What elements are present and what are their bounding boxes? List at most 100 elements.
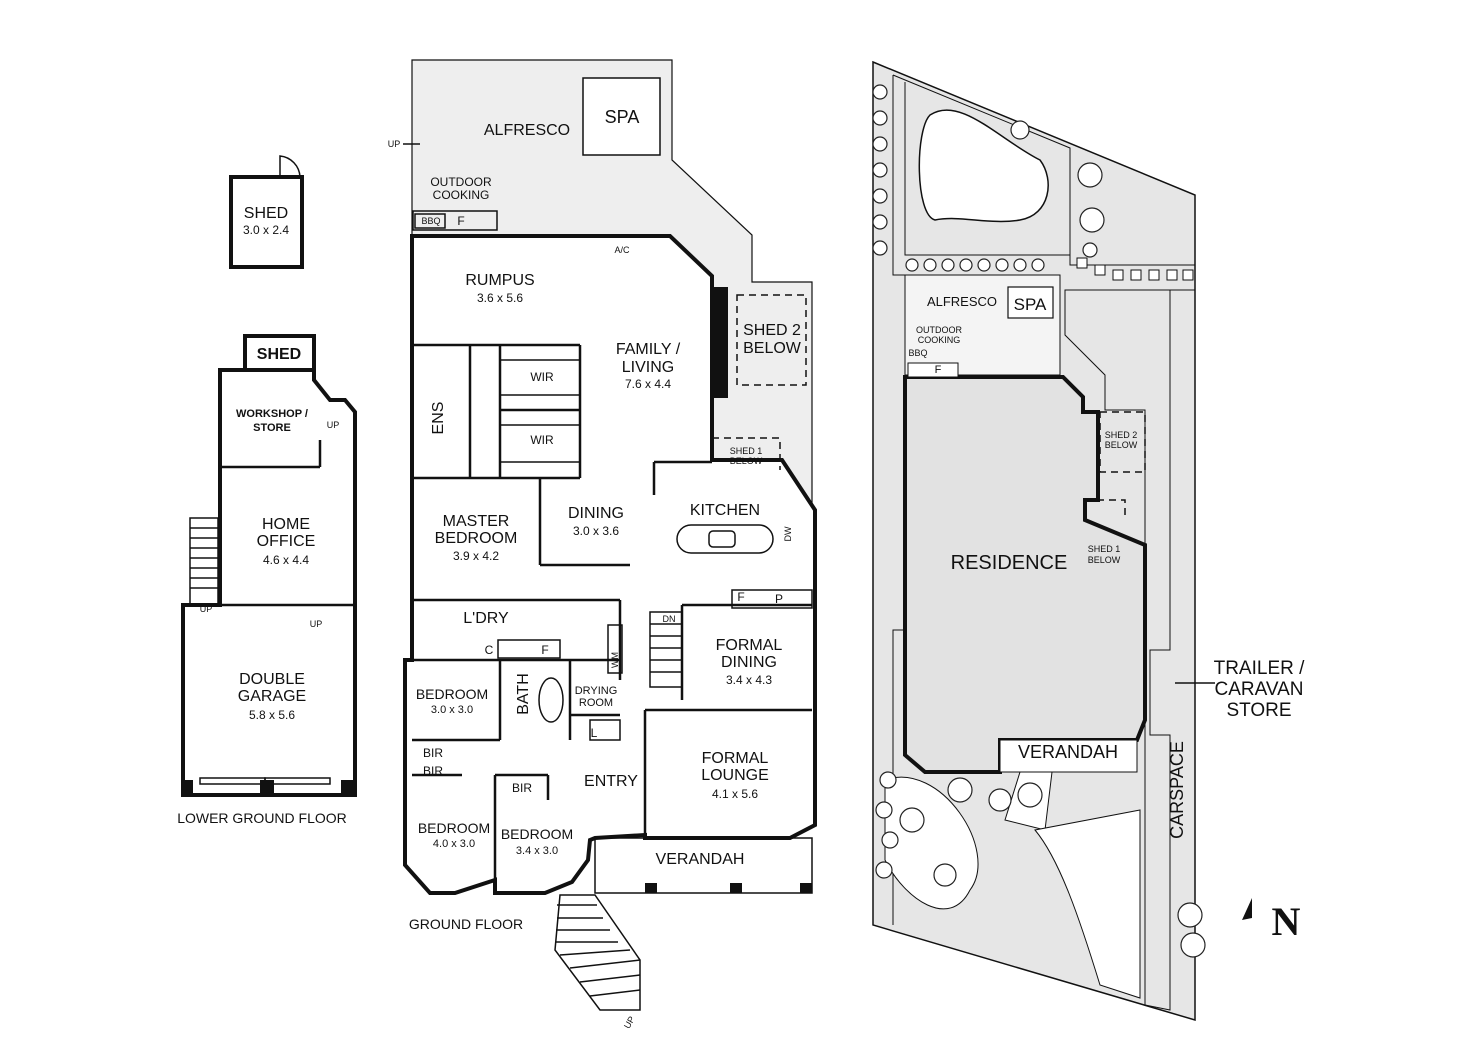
paver — [1076, 257, 1088, 269]
garage-door — [264, 777, 331, 785]
room-dims: 3.9 x 4.2 — [453, 549, 499, 563]
room-label: SPA — [1014, 295, 1047, 314]
floor-title: GROUND FLOOR — [409, 916, 523, 932]
pool — [918, 109, 1049, 223]
tree-icon — [905, 258, 919, 272]
bathtub — [538, 677, 564, 723]
pavers — [1076, 257, 1194, 281]
room-label: WIR — [530, 370, 554, 384]
fridge-label: F — [541, 643, 548, 657]
room-label: ENS — [430, 402, 447, 435]
tree-icon — [1031, 258, 1045, 272]
tree-icon — [941, 258, 955, 272]
paver — [1182, 269, 1194, 281]
room-dims: 7.6 x 4.4 — [625, 377, 671, 391]
room-label: BIR — [423, 764, 443, 778]
garage-door — [199, 777, 266, 785]
room-label: LOUNGE — [701, 767, 769, 784]
room-label: VERANDAH — [1018, 742, 1118, 762]
tree-icon — [1017, 782, 1043, 808]
room-label: MASTER — [443, 513, 510, 530]
tree-icon — [1180, 932, 1206, 958]
tree-icon — [872, 240, 888, 256]
verandah — [594, 837, 813, 894]
north-label: N — [1272, 899, 1301, 944]
ground-floor-plan: ALFRESCO SPA UP OUTDOOR COOKING BBQ F A/… — [388, 59, 817, 1030]
north-arrow-icon — [1242, 898, 1252, 920]
room-label: LIVING — [622, 359, 674, 376]
kitchen-island — [676, 524, 774, 554]
room-label: OUTDOOR — [430, 175, 492, 189]
room-dims: 4.1 x 5.6 — [712, 787, 758, 801]
tree-icon — [875, 861, 893, 879]
tree-icon — [1079, 207, 1105, 233]
room-label: DINING — [568, 505, 624, 522]
room-label: BELOW — [730, 456, 763, 466]
tree-icon — [875, 801, 893, 819]
room-label: HOME — [262, 516, 310, 533]
tree-icon — [995, 258, 1009, 272]
room-label: SHED — [257, 346, 301, 363]
room-label: BELOW — [1088, 555, 1121, 565]
down-label: DN — [663, 614, 676, 624]
room-label: BEDROOM — [418, 820, 490, 836]
cupboard-label: C — [485, 643, 494, 657]
room-label: DRYING — [575, 685, 618, 697]
spa — [582, 77, 661, 156]
internal-stairs — [649, 611, 683, 688]
wall-block — [710, 287, 728, 398]
trees — [872, 84, 1206, 958]
tree-icon — [977, 258, 991, 272]
tree-icon — [872, 136, 888, 152]
paver — [1166, 269, 1178, 281]
tree-icon — [872, 162, 888, 178]
interior-walls — [412, 343, 812, 893]
dishwasher-label: DW — [783, 526, 793, 541]
ground-floor-outline — [403, 234, 817, 895]
room-label: FAMILY / — [616, 341, 681, 358]
room-label: KITCHEN — [690, 502, 760, 519]
room-label: SHED — [244, 205, 288, 222]
room-dims: 4.0 x 3.0 — [433, 838, 475, 850]
room-label: TRAILER / — [1214, 658, 1306, 679]
floor-title: LOWER GROUND FLOOR — [177, 810, 347, 826]
room-label: DOUBLE — [239, 671, 305, 688]
room-label: CARSPACE — [1167, 741, 1187, 839]
room-label: BEDROOM — [501, 826, 573, 842]
tree-icon — [872, 188, 888, 204]
tree-icon — [923, 258, 937, 272]
room-label: L'DRY — [463, 610, 509, 627]
door-swing — [279, 155, 301, 178]
ac-label: A/C — [614, 245, 630, 255]
room-dims: 3.0 x 3.6 — [573, 524, 619, 538]
tree-icon — [1082, 242, 1098, 258]
room-label: SHED 1 — [730, 446, 763, 456]
fridge-label: F — [935, 364, 942, 376]
up-label: UP — [388, 139, 401, 149]
paver — [1112, 269, 1124, 281]
tree-icon — [872, 84, 888, 100]
room-label: STORE — [1226, 700, 1291, 721]
room-label: BATH — [515, 673, 532, 714]
bbq-label: BBQ — [908, 348, 927, 358]
tree-icon — [1013, 258, 1027, 272]
room-label: WORKSHOP / — [236, 408, 308, 420]
room-dims: 3.0 x 3.0 — [431, 704, 473, 716]
room-label: GARAGE — [238, 688, 306, 705]
room-label: SHED 1 — [1088, 544, 1121, 554]
up-label: UP — [310, 619, 323, 629]
room-label: BELOW — [743, 340, 802, 357]
linen-label: L — [591, 726, 598, 740]
fridge-label: F — [457, 214, 464, 228]
shed2-below-outline — [736, 294, 807, 386]
cooktop-icon — [708, 530, 736, 548]
room-label: RESIDENCE — [951, 552, 1068, 574]
tree-icon — [1077, 162, 1103, 188]
room-label: ROOM — [579, 697, 613, 709]
tree-icon — [879, 771, 897, 789]
stairs — [189, 517, 219, 606]
lower-ground-floor-plan: SHED 3.0 x 2.4 SHED WORKSHOP / STORE UP … — [177, 155, 357, 826]
room-label: WIR — [530, 433, 554, 447]
room-label: BEDROOM — [416, 686, 488, 702]
